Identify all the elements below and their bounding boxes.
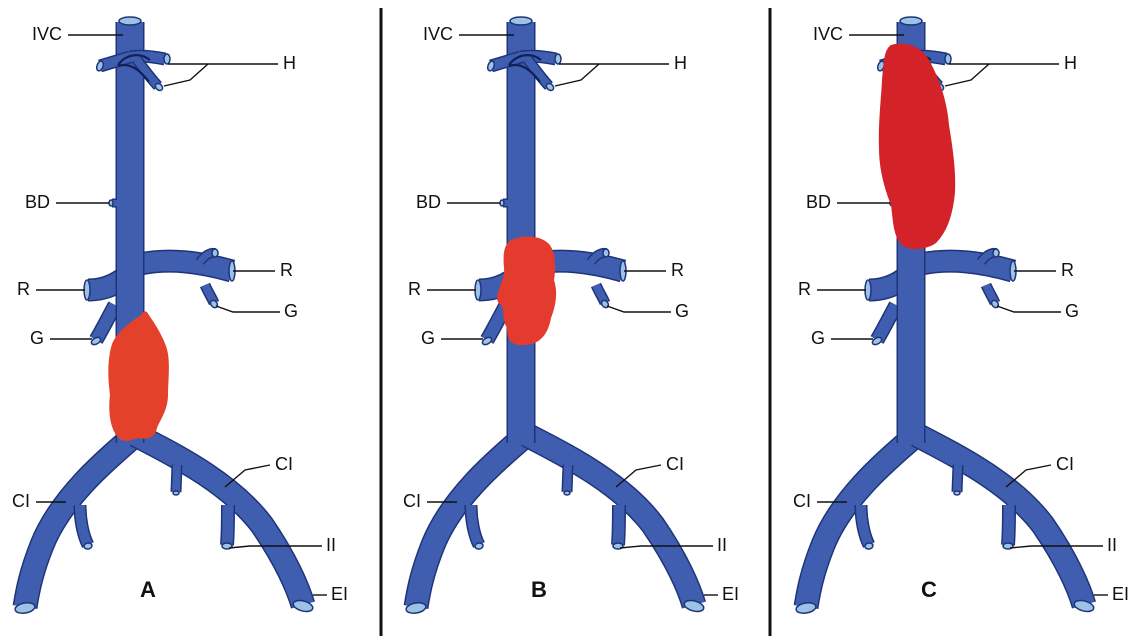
label-ei: EI: [1112, 584, 1129, 604]
internal-iliac-right: [618, 505, 619, 545]
label-ci-left: CI: [12, 491, 30, 511]
bd-opening: [109, 200, 113, 206]
iliac-branch-stub: [176, 465, 177, 492]
label-hepatic: H: [283, 53, 296, 73]
label-ivc: IVC: [423, 24, 453, 44]
internal-iliac-left-opening: [865, 542, 874, 549]
label-renal-right: R: [280, 260, 293, 280]
renal-fork-opening: [993, 249, 999, 257]
ivc-top-opening: [900, 17, 922, 25]
label-ei: EI: [722, 584, 739, 604]
label-ci-left: CI: [403, 491, 421, 511]
panel-letter: A: [140, 577, 156, 602]
panel-letter: C: [921, 577, 937, 602]
label-ii: II: [326, 535, 336, 555]
label-ii: II: [1107, 535, 1117, 555]
label-bd: BD: [416, 192, 441, 212]
internal-iliac-right: [227, 505, 228, 545]
renal-fork-opening: [212, 249, 218, 257]
label-bd: BD: [806, 192, 831, 212]
hepatic-right-opening: [945, 54, 951, 64]
iliac-branch-opening: [173, 491, 179, 495]
label-ivc: IVC: [813, 24, 843, 44]
renal-vein-right: [140, 261, 232, 271]
iliac-branch-opening: [564, 491, 570, 495]
label-gonadal-left: G: [421, 328, 435, 348]
label-gonadal-right: G: [675, 301, 689, 321]
label-ci-right: CI: [275, 454, 293, 474]
label-ii: II: [717, 535, 727, 555]
label-hepatic: H: [674, 53, 687, 73]
label-ci-right: CI: [1056, 454, 1074, 474]
label-ci-left: CI: [793, 491, 811, 511]
renal-fork-opening: [603, 249, 609, 257]
label-gonadal-right: G: [284, 301, 298, 321]
label-renal-right: R: [1061, 260, 1074, 280]
internal-iliac-left-opening: [84, 542, 93, 549]
iliac-branch-stub: [567, 465, 568, 492]
label-renal-left: R: [798, 279, 811, 299]
label-renal-right: R: [671, 260, 684, 280]
label-renal-left: R: [17, 279, 30, 299]
hepatic-right-opening: [164, 54, 170, 64]
internal-iliac-right: [1008, 505, 1009, 545]
iliac-branch-opening: [954, 491, 960, 495]
label-ci-right: CI: [666, 454, 684, 474]
panel-letter: B: [531, 577, 547, 602]
label-hepatic: H: [1064, 53, 1077, 73]
renal-vein-right: [921, 261, 1013, 271]
label-ivc: IVC: [32, 24, 62, 44]
label-ei: EI: [331, 584, 348, 604]
hepatic-right-opening: [555, 54, 561, 64]
bd-opening: [500, 200, 504, 206]
label-gonadal-right: G: [1065, 301, 1079, 321]
iliac-branch-stub: [957, 465, 958, 492]
ivc-top-opening: [119, 17, 141, 25]
label-renal-left: R: [408, 279, 421, 299]
label-gonadal-left: G: [811, 328, 825, 348]
label-bd: BD: [25, 192, 50, 212]
internal-iliac-left-opening: [475, 542, 484, 549]
ivc-top-opening: [510, 17, 532, 25]
label-gonadal-left: G: [30, 328, 44, 348]
